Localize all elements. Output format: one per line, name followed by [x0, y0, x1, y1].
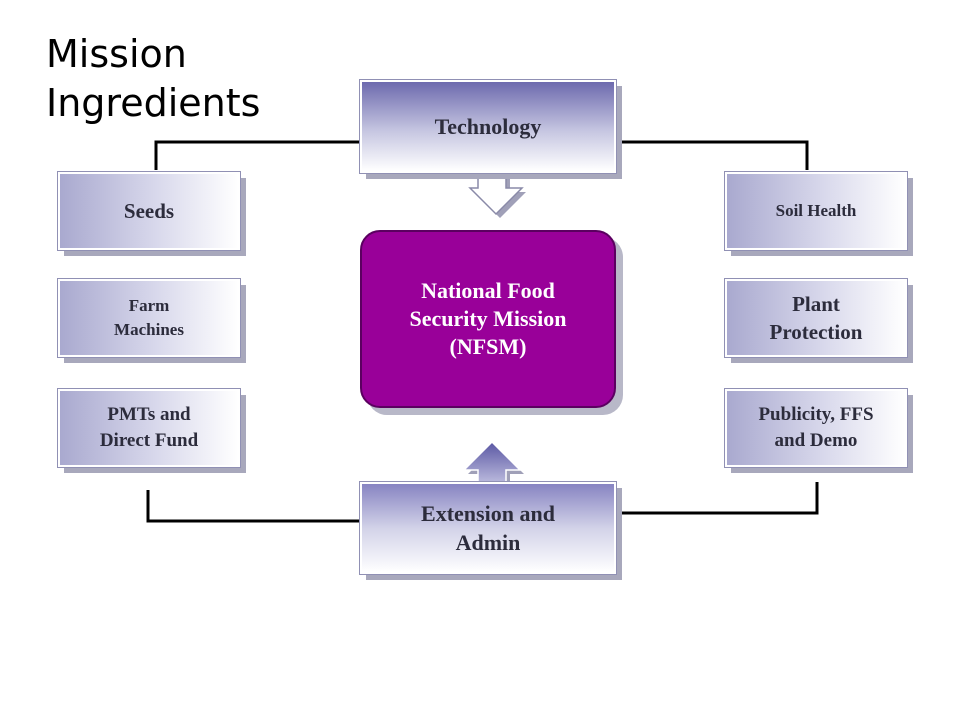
- down-arrow-icon: [468, 173, 526, 218]
- extension-admin-label: Extension and Admin: [421, 501, 555, 555]
- slide-title: Mission Ingredients: [46, 32, 261, 125]
- pmts-direct-fund-label: PMTs and Direct Fund: [99, 404, 199, 451]
- publicity-ffs-demo-box: Publicity, FFS and Demo: [724, 388, 908, 468]
- farm-machines-box: Farm Machines: [57, 278, 241, 358]
- publicity-ffs-demo-label: Publicity, FFS and Demo: [758, 404, 874, 451]
- plant-protection-box: Plant Protection: [724, 278, 908, 358]
- pmts-direct-fund-box: PMTs and Direct Fund: [57, 388, 241, 468]
- nfsm-center-box: National Food Security Mission (NFSM): [360, 230, 616, 408]
- connector-bottom-right: [617, 482, 819, 515]
- technology-label: Technology: [434, 113, 542, 139]
- technology-box: Technology: [359, 79, 617, 174]
- seeds-box: Seeds: [57, 171, 241, 251]
- soil-health-box: Soil Health: [724, 171, 908, 251]
- plant-protection-label: Plant Protection: [769, 292, 863, 344]
- connector-top-left: [154, 140, 360, 170]
- extension-admin-box: Extension and Admin: [359, 481, 617, 575]
- up-arrow-icon: [462, 440, 524, 486]
- connector-bottom-left: [146, 490, 360, 523]
- farm-machines-label: Farm Machines: [114, 296, 184, 339]
- seeds-label: Seeds: [123, 198, 175, 223]
- soil-health-label: Soil Health: [775, 201, 857, 220]
- nfsm-label: National Food Security Mission (NFSM): [409, 278, 567, 359]
- connector-top-right: [617, 140, 809, 170]
